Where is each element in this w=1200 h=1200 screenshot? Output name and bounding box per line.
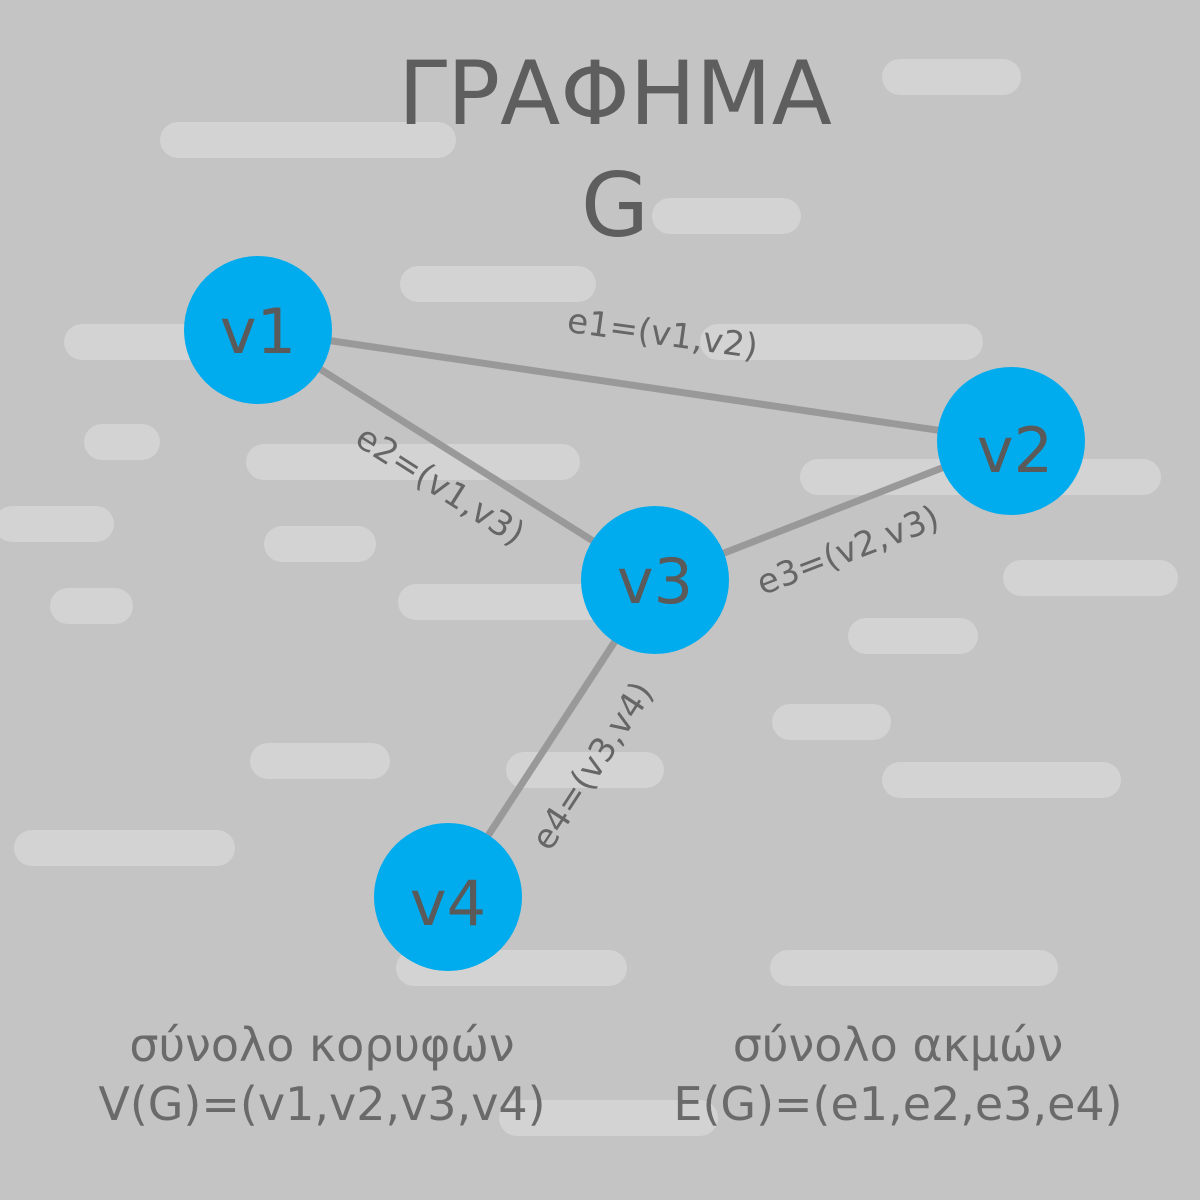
edge-label-e1: e1=(v1,v2)	[565, 301, 761, 367]
vertex-label-v1: v1	[220, 295, 296, 368]
title-line-1: ΓΡΑΦΗΜΑ	[398, 42, 832, 145]
vertex-label-v4: v4	[410, 867, 486, 940]
title-line-2: G	[581, 154, 649, 257]
vertex-v3: v3	[581, 506, 729, 654]
vertices: v1 v2 v3 v4	[184, 256, 1085, 971]
edge-e2	[256, 327, 657, 583]
vertex-set-formula: V(G)=(v1,v2,v3,v4)	[98, 1077, 545, 1131]
edge-e1	[257, 326, 1012, 445]
edge-set-title: σύνολο ακμών	[733, 1018, 1064, 1072]
vertex-v1: v1	[184, 256, 332, 404]
vertex-label-v2: v2	[977, 414, 1053, 487]
edge-set-formula: E(G)=(e1,e2,e3,e4)	[673, 1077, 1122, 1131]
edge-label-e3: e3=(v2,v3)	[751, 498, 944, 604]
background-dashes	[0, 59, 1178, 1136]
vertex-v4: v4	[374, 823, 522, 971]
vertex-v2: v2	[937, 367, 1085, 515]
vertex-label-v3: v3	[617, 545, 693, 618]
vertex-set-title: σύνολο κορυφών	[129, 1018, 514, 1072]
